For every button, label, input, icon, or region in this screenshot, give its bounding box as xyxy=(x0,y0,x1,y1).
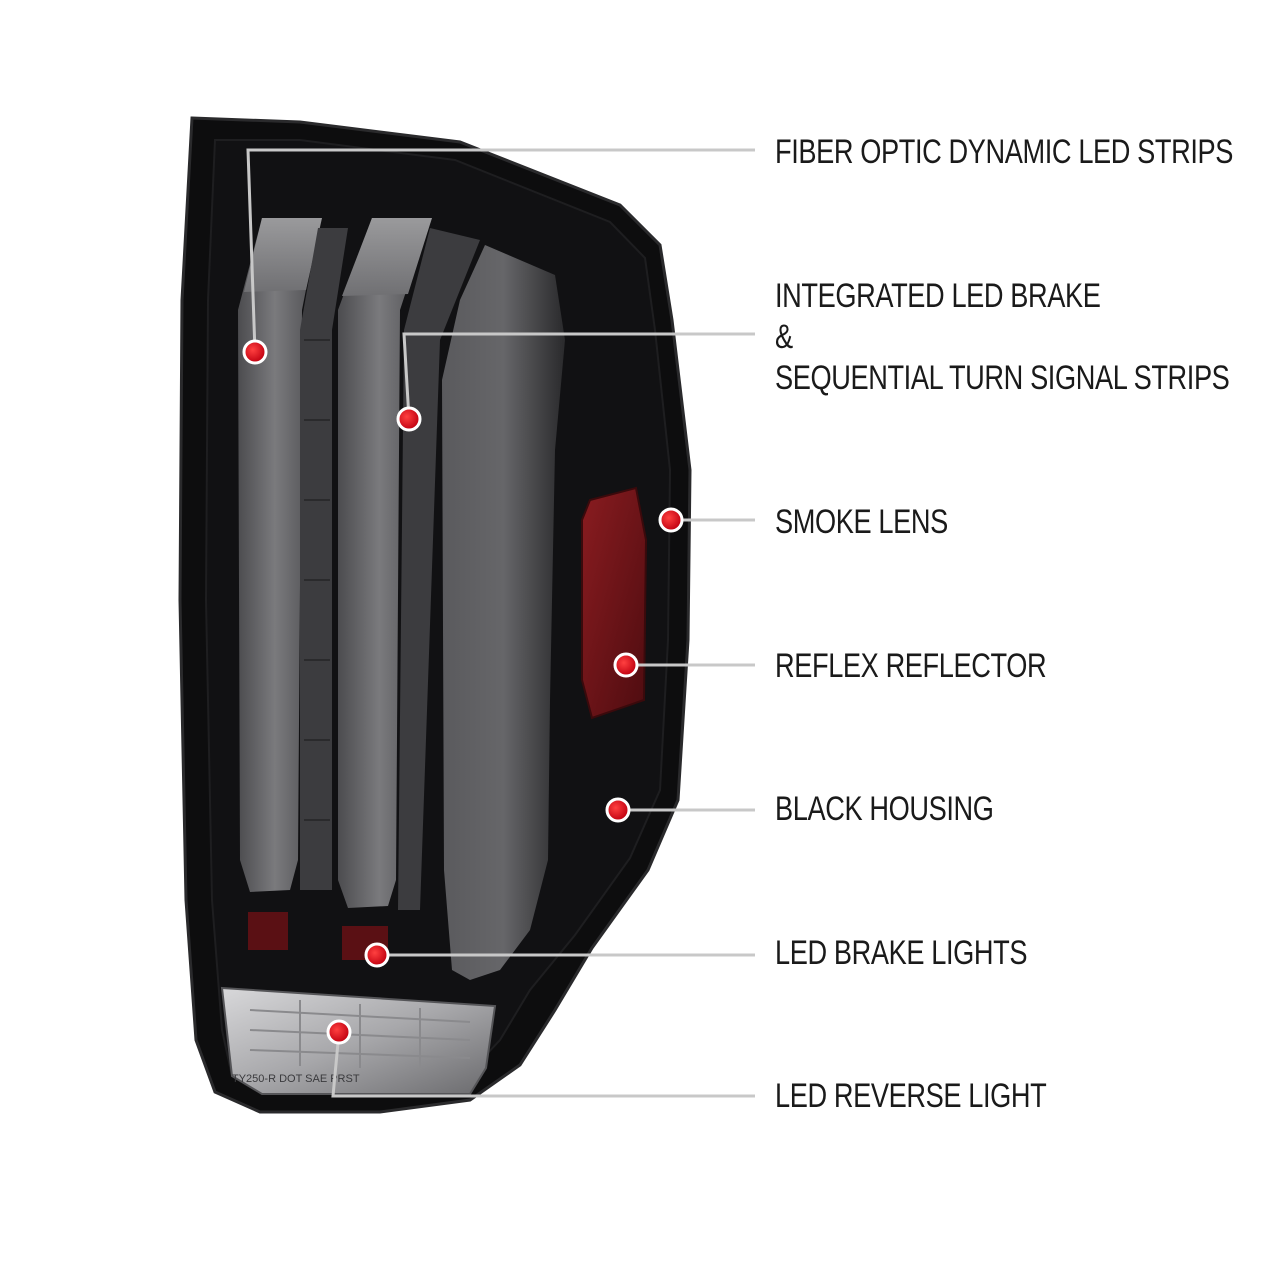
reverse-lens-facets xyxy=(249,1000,471,1068)
callout-reflex-reflector: REFLEX REFLECTOR xyxy=(775,646,1047,687)
led-strip-2 xyxy=(398,228,480,910)
callout-led-brake-text: LED BRAKE LIGHTS xyxy=(775,934,1028,972)
marker-dot-smoke-lens xyxy=(658,507,684,533)
callout-integrated-brake: INTEGRATED LED BRAKE & SEQUENTIAL TURN S… xyxy=(775,276,1230,399)
light-bar-1-top xyxy=(244,218,322,292)
callout-led-reverse: LED REVERSE LIGHT xyxy=(775,1076,1047,1117)
callout-led-brake: LED BRAKE LIGHTS xyxy=(775,933,1027,974)
led-strip-1 xyxy=(300,228,348,890)
leader-lines xyxy=(246,148,755,1098)
callout-black-housing-text: BLACK HOUSING xyxy=(775,790,994,828)
marker-dot-led-reverse xyxy=(326,1019,352,1045)
leader-line-integrated-brake xyxy=(402,332,755,420)
callout-black-housing: BLACK HOUSING xyxy=(775,789,994,830)
leader-line-led-reverse xyxy=(331,1031,755,1098)
callout-reflex-reflector-text: REFLEX REFLECTOR xyxy=(775,647,1047,685)
light-bar-2 xyxy=(338,218,430,908)
reverse-light-lens xyxy=(220,986,497,1095)
marker-dot-integrated-brake xyxy=(396,406,422,432)
marker-dot-led-brake xyxy=(364,942,390,968)
marker-dots xyxy=(242,339,684,1045)
marker-dot-reflex-reflector xyxy=(613,652,639,678)
marker-dot-black-housing xyxy=(605,797,631,823)
marker-dot-fiber-optic xyxy=(242,339,268,365)
callout-fiber-optic: FIBER OPTIC DYNAMIC LED STRIPS xyxy=(775,132,1233,173)
callout-fiber-optic-text: FIBER OPTIC DYNAMIC LED STRIPS xyxy=(775,133,1234,171)
brake-light-block-1 xyxy=(248,912,288,950)
reflex-reflector xyxy=(581,486,648,720)
light-bar-1 xyxy=(238,218,320,892)
callout-integrated-brake-line-2: & xyxy=(775,318,793,356)
led-strip-1-lines xyxy=(304,339,330,821)
callout-led-reverse-text: LED REVERSE LIGHT xyxy=(775,1077,1047,1115)
light-bar-large xyxy=(442,245,565,980)
callout-integrated-brake-line-3: SEQUENTIAL TURN SIGNAL STRIPS xyxy=(775,359,1230,397)
lens-marking-text: TY250-R DOT SAE PRST xyxy=(232,1073,360,1085)
light-bar-2-top xyxy=(342,218,432,296)
callout-smoke-lens-text: SMOKE LENS xyxy=(775,503,948,541)
callout-smoke-lens: SMOKE LENS xyxy=(775,502,948,543)
callout-integrated-brake-line-1: INTEGRATED LED BRAKE xyxy=(775,277,1101,315)
leader-line-fiber-optic xyxy=(246,148,755,353)
